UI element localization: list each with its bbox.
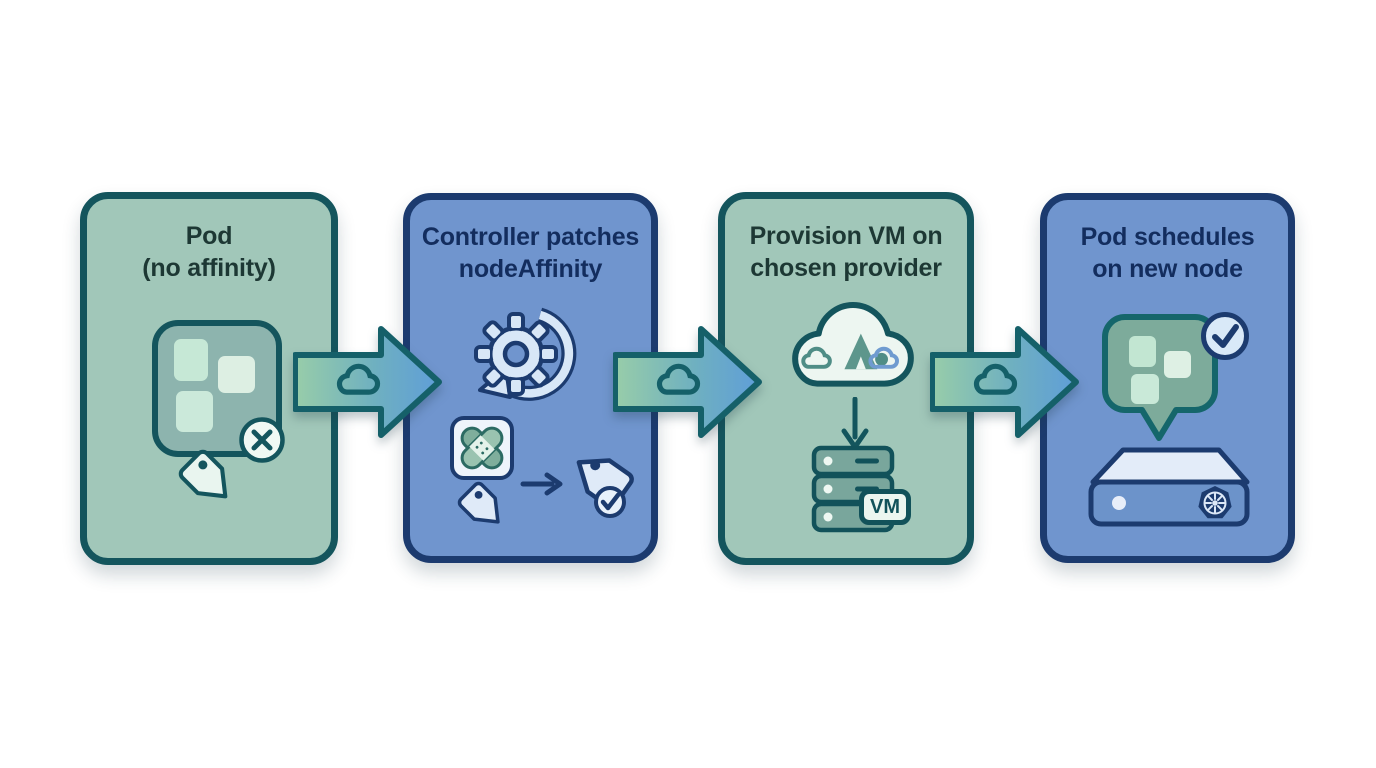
tag-icon (457, 481, 500, 524)
step-title-line2: (no affinity) (142, 253, 276, 282)
step-title-line2: on new node (1092, 254, 1243, 283)
flow-arrow-1 (293, 326, 442, 438)
gear-refresh-icon (474, 307, 577, 401)
tag-checked-icon (576, 458, 634, 518)
aws-cloud-icon (801, 346, 832, 369)
step-title: Controller patches nodeAffinity (410, 222, 651, 285)
step-card-pod-schedules: Pod schedules on new node (1040, 193, 1295, 563)
step-title-line1: Pod schedules (1080, 223, 1255, 251)
cloud-icon (973, 363, 1018, 395)
providers-cloud-icon (792, 302, 914, 387)
container-square (218, 356, 255, 393)
step-title-line1: Controller patches (421, 223, 640, 251)
patch-icon (450, 416, 514, 480)
step-title-line2: chosen provider (750, 253, 942, 282)
step-title: Provision VM on chosen provider (725, 221, 967, 284)
step-title: Pod schedules on new node (1047, 222, 1288, 285)
container-square (176, 391, 213, 432)
kubernetes-icon (1198, 486, 1232, 519)
arrow-right-icon (520, 472, 563, 496)
step-title-line1: Pod (185, 222, 233, 250)
tag-icon (178, 449, 228, 499)
vm-badge: VM (859, 489, 911, 525)
step-title-line2: nodeAffinity (458, 254, 603, 283)
step-title: Pod (no affinity) (87, 221, 331, 284)
cloud-icon (336, 363, 381, 395)
container-square (174, 339, 208, 381)
cross-badge-icon (239, 417, 285, 463)
cloud-icon (656, 363, 701, 395)
flow-arrow-3 (930, 326, 1079, 438)
flow-arrow-2 (613, 326, 762, 438)
gcp-cloud-icon (868, 346, 899, 369)
node-icon (1088, 447, 1250, 527)
check-badge-icon (1201, 312, 1249, 360)
step-title-line1: Provision VM on (749, 222, 943, 250)
